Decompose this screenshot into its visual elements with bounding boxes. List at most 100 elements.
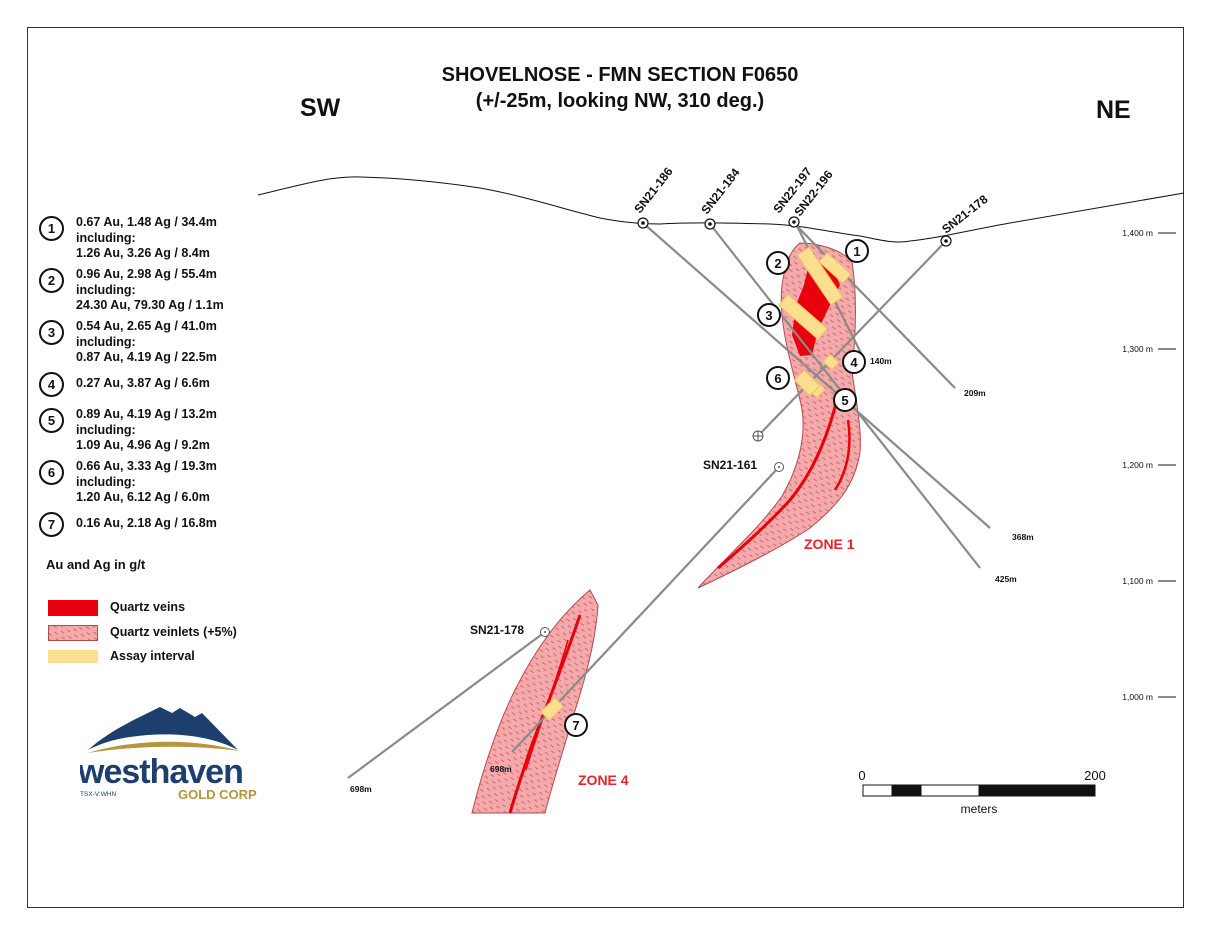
collar-sn21-178-top: [940, 235, 952, 247]
logo-gold-swoosh: [88, 741, 240, 753]
topography-line: [257, 176, 1185, 243]
elevation-label-1000: 1,000 m: [1122, 692, 1153, 702]
callout-2-number: 2: [774, 256, 781, 271]
collar-sn21-161: [774, 462, 784, 472]
callout-2: 2: [766, 251, 790, 275]
drill-traces: [347, 221, 991, 779]
intercept-6-including: including:: [76, 474, 136, 489]
hole-label-sn21-184: SN21-184: [698, 165, 743, 216]
callout-1-number: 1: [853, 244, 860, 259]
scale-bar: 0 200 meters: [858, 768, 1105, 816]
intercept-4-number: 4: [39, 372, 64, 397]
depth-label-698m-left: 698m: [350, 784, 372, 794]
zone1-quartz-vein-lower: [717, 394, 840, 570]
intercept-1-including: including:: [76, 230, 136, 245]
elevation-axis: 1,400 m 1,300 m 1,200 m 1,100 m 1,000 m: [1122, 228, 1176, 702]
intercept-7-main: 0.16 Au, 2.18 Ag / 16.8m: [76, 516, 217, 530]
elevation-label-1300: 1,300 m: [1122, 344, 1153, 354]
direction-sw: SW: [300, 94, 341, 122]
callout-1: 1: [845, 239, 869, 263]
intercept-1: 1 0.67 Au, 1.48 Ag / 34.4m including: 1.…: [38, 215, 268, 267]
zone4-quartz-vein-main: [508, 614, 582, 814]
section-title: SHOVELNOSE - FMN SECTION F0650 (+/-25m, …: [400, 62, 840, 114]
intercept-5-main: 0.89 Au, 4.19 Ag / 13.2m: [76, 407, 217, 421]
intercept-1-main: 0.67 Au, 1.48 Ag / 34.4m: [76, 215, 217, 229]
zone1-quartz-vein-right: [833, 419, 851, 491]
assay-interval-2: [796, 246, 844, 306]
hole-label-sn21-178-top: SN21-178: [939, 192, 990, 237]
depth-label-698m-right: 698m: [490, 764, 512, 774]
collar-sn21-178-bottom: [540, 627, 550, 637]
map-frame: [27, 27, 1184, 908]
elevation-label-1400: 1,400 m: [1122, 228, 1153, 238]
logo-wordmark: westhaven: [80, 753, 243, 791]
logo-subtitle: GOLD CORP: [178, 787, 257, 802]
elevation-label-1100: 1,100 m: [1122, 576, 1153, 586]
trace-sn21-178-top: [757, 240, 947, 437]
depth-label-425m: 425m: [995, 574, 1017, 584]
logo-ticker: TSX-V:WHN: [80, 791, 117, 798]
depth-label-140m: 140m: [870, 356, 892, 366]
assay-interval-6: [793, 369, 821, 397]
intercept-7: 7 0.16 Au, 2.18 Ag / 16.8m: [38, 511, 268, 539]
intercept-5-number: 5: [39, 408, 64, 433]
intercept-5: 5 0.89 Au, 4.19 Ag / 13.2m including: 1.…: [38, 407, 268, 459]
intercept-6-main: 0.66 Au, 3.33 Ag / 19.3m: [76, 459, 217, 473]
intercept-5-sub: 1.09 Au, 4.96 Ag / 9.2m: [76, 438, 210, 452]
collar-sn22-197: [788, 216, 800, 228]
scale-segment-3: [920, 784, 980, 797]
intercept-3: 3 0.54 Au, 2.65 Ag / 41.0m including: 0.…: [38, 319, 268, 371]
intercept-4-main: 0.27 Au, 3.87 Ag / 6.6m: [76, 376, 210, 390]
zone-label-4: ZONE 4: [578, 772, 629, 788]
intercept-1-number: 1: [39, 216, 64, 241]
intercept-2-main: 0.96 Au, 2.98 Ag / 55.4m: [76, 267, 217, 281]
depth-label-368m: 368m: [1012, 532, 1034, 542]
key-label-quartz-veinlets: Quartz veinlets (+5%): [110, 625, 237, 639]
collar-markers: [540, 216, 952, 637]
callout-7: 7: [564, 713, 588, 737]
intercept-2: 2 0.96 Au, 2.98 Ag / 55.4m including: 24…: [38, 267, 268, 319]
callout-6: 6: [766, 366, 790, 390]
pierce-point-marker: [752, 430, 764, 442]
direction-ne: NE: [1096, 96, 1131, 124]
callout-3-number: 3: [765, 308, 772, 323]
scale-segment-2: [891, 784, 922, 797]
section-title-line2: (+/-25m, looking NW, 310 deg.): [475, 90, 765, 112]
logo-mountain-icon: [88, 707, 238, 750]
assay-interval-3: [778, 293, 828, 341]
trace-sn22-197: [792, 221, 956, 389]
scale-segment-4: [978, 784, 1096, 797]
intercept-5-including: including:: [76, 422, 136, 437]
zone-label-1: ZONE 1: [804, 536, 855, 552]
swatch-quartz-veins: [48, 600, 98, 616]
trace-sn21-178-bottom: [347, 631, 546, 779]
callout-4-number: 4: [850, 355, 858, 370]
scale-unit: meters: [961, 802, 998, 816]
key-label-quartz-veins: Quartz veins: [110, 600, 186, 614]
callout-6-number: 6: [774, 371, 781, 386]
intercept-3-main: 0.54 Au, 2.65 Ag / 41.0m: [76, 319, 217, 333]
key-label-assay-interval: Assay interval: [110, 649, 195, 663]
hole-label-sn21-186: SN21-186: [631, 164, 676, 215]
intercept-6: 6 0.66 Au, 3.33 Ag / 19.3m including: 1.…: [38, 459, 268, 511]
callout-5-number: 5: [841, 393, 848, 408]
depth-label-209m: 209m: [964, 388, 986, 398]
intercept-legend: 1 0.67 Au, 1.48 Ag / 34.4m including: 1.…: [38, 215, 268, 539]
intercept-4: 4 0.27 Au, 3.87 Ag / 6.6m: [38, 371, 268, 407]
collar-sn21-186: [637, 217, 649, 229]
callout-3: 3: [757, 303, 781, 327]
callout-4: 4: [842, 350, 866, 374]
assay-interval-4: [822, 353, 840, 371]
units-note: Au and Ag in g/t: [46, 557, 146, 572]
scale-label-end: 200: [1084, 768, 1106, 783]
intercept-7-number: 7: [39, 512, 64, 537]
swatch-assay-interval: [48, 650, 98, 663]
hole-label-sn21-178-bottom: SN21-178: [470, 623, 524, 637]
assay-intervals: [539, 246, 852, 722]
intercept-6-number: 6: [39, 460, 64, 485]
callout-5: 5: [833, 388, 857, 412]
westhaven-logo: westhaven TSX-V:WHN GOLD CORP: [80, 707, 257, 802]
intercept-2-including: including:: [76, 282, 136, 297]
assay-interval-7: [539, 696, 565, 722]
